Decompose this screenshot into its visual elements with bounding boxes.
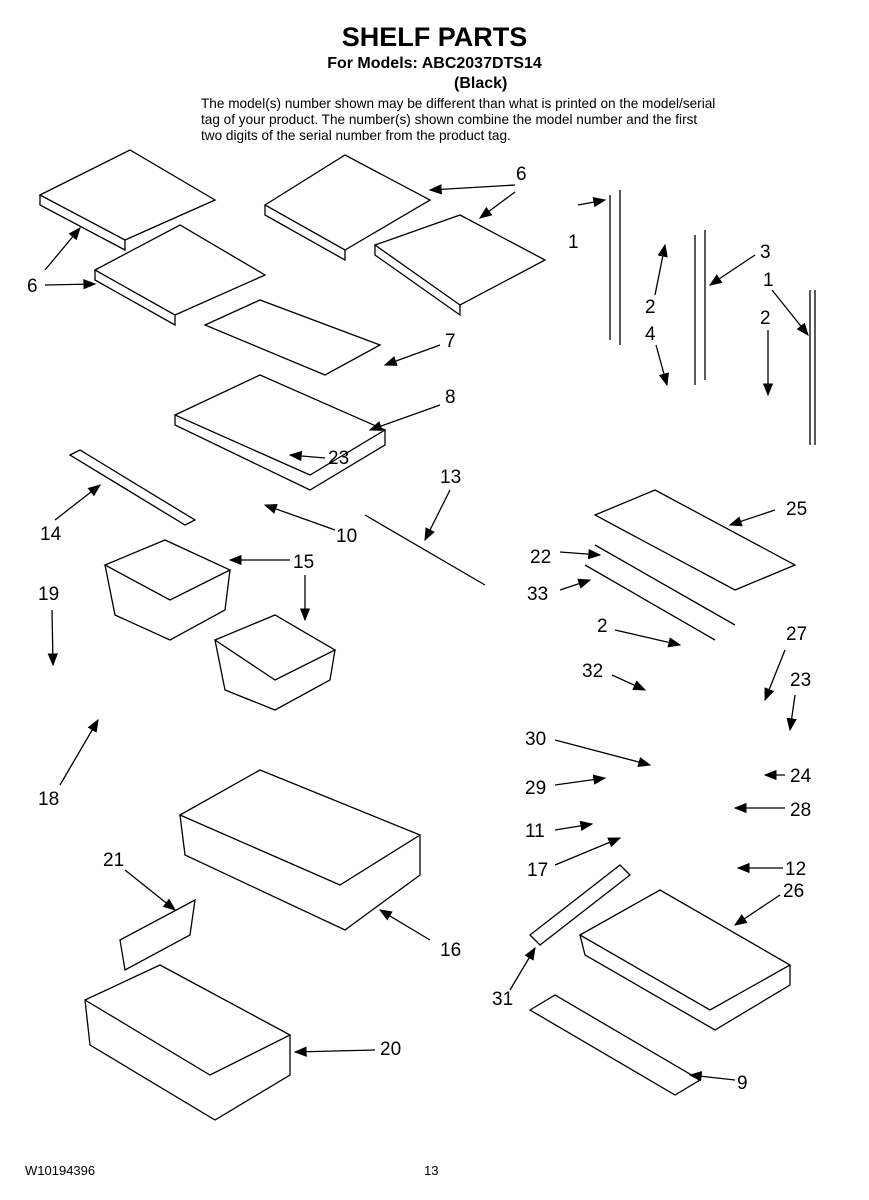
page-title: SHELF PARTS [341, 22, 528, 52]
callout-label: 2 [645, 297, 656, 318]
rails-part-22-33 [584, 544, 736, 641]
strip-part-14 [68, 449, 197, 526]
callout-label: 32 [582, 661, 603, 682]
callout-label: 20 [380, 1039, 401, 1060]
callout-label: 17 [527, 860, 548, 881]
callout-label: 27 [786, 624, 807, 645]
model-number: For Models: ABC2037DTS14 [327, 55, 542, 72]
callout-label: 30 [525, 729, 546, 750]
frame-part-8 [173, 374, 387, 491]
callout-labels: 1 1 2 2 2 3 4 6 6 7 8 9 10 11 12 13 14 1… [27, 164, 812, 1094]
callout-label: 10 [336, 526, 357, 547]
callout-label: 12 [785, 859, 806, 880]
basket-part-20 [83, 964, 292, 1121]
glass-part-7 [203, 299, 382, 376]
rails-part-1-3 [609, 190, 816, 445]
callout-label: 7 [445, 331, 456, 352]
document-number: W10194396 [25, 1163, 96, 1178]
callout-label: 31 [492, 989, 513, 1010]
callout-label: 3 [760, 242, 771, 263]
callout-label: 11 [525, 821, 545, 842]
callout-label: 28 [790, 800, 811, 821]
callout-label: 6 [27, 276, 38, 297]
glass-part-25 [593, 489, 797, 591]
callout-label: 2 [597, 616, 608, 637]
shelf-part-6 [38, 149, 547, 327]
bin-part-15 [103, 539, 337, 711]
callout-label: 22 [530, 547, 551, 568]
callout-label: 6 [516, 164, 527, 185]
callout-label: 1 [763, 270, 774, 291]
callout-label: 18 [38, 789, 59, 810]
callout-label: 26 [783, 881, 804, 902]
rod-part-13 [364, 514, 486, 586]
callout-arrows [44, 184, 809, 1082]
callout-label: 15 [293, 552, 314, 573]
divider-part-21 [119, 898, 196, 972]
callout-label: 21 [103, 850, 124, 871]
callout-label: 8 [445, 387, 456, 408]
model-note: The model(s) number shown may be differe… [201, 96, 716, 143]
callout-label: 4 [645, 324, 656, 345]
callout-label: 23 [790, 670, 811, 691]
callout-label: 24 [790, 766, 812, 787]
page-number: 13 [424, 1163, 439, 1178]
callout-label: 14 [40, 524, 62, 545]
cover-part-9 [528, 994, 702, 1096]
callout-label: 33 [527, 584, 548, 605]
basket-part-16 [178, 769, 422, 931]
callout-label: 9 [737, 1073, 748, 1094]
drawer-part-26 [578, 889, 792, 1031]
callout-label: 16 [440, 940, 461, 961]
callout-label: 25 [786, 499, 807, 520]
callout-label: 19 [38, 584, 59, 605]
trim-part-31 [529, 864, 631, 946]
callout-label: 1 [568, 232, 579, 253]
model-color: (Black) [454, 75, 508, 92]
callout-label: 23 [328, 448, 349, 469]
callout-label: 29 [525, 778, 546, 799]
callout-label: 2 [760, 308, 771, 329]
callout-label: 13 [440, 467, 461, 488]
